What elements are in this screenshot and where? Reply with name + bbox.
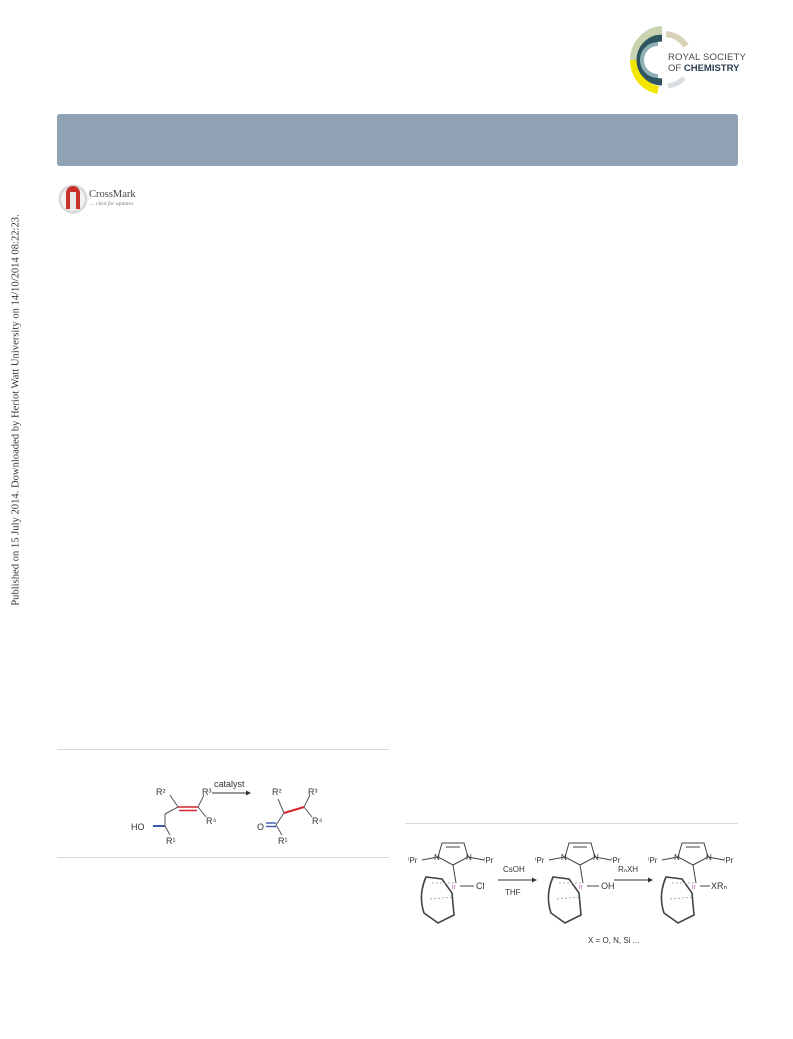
reactant-ho-label: HO bbox=[131, 822, 145, 832]
reactant-r3-label: R³ bbox=[202, 787, 212, 797]
reactant-r2-label: R² bbox=[156, 787, 166, 797]
arrow-1-bottom-label: THF bbox=[505, 888, 521, 897]
product-r1-bond bbox=[275, 824, 283, 836]
complex2-ipr-left: ⁱPr bbox=[535, 856, 545, 865]
product-r4-bond bbox=[303, 806, 313, 818]
scheme-right-top-rule bbox=[405, 823, 738, 824]
reactant-r1-bond bbox=[164, 825, 171, 836]
reactant-r4-label: R⁴ bbox=[206, 816, 216, 826]
download-notice: Published on 15 July 2014. Downloaded by… bbox=[4, 180, 28, 640]
complex2-ir: Ir bbox=[579, 885, 583, 891]
complex1-ipr-left: ⁱPr bbox=[408, 856, 418, 865]
crossmark-title: CrossMark bbox=[89, 189, 136, 200]
complex2-n-left: N bbox=[561, 853, 567, 862]
crossmark-badge[interactable]: CrossMark ← click for updates bbox=[58, 183, 150, 215]
rsc-logo[interactable]: ROYAL SOCIETY OF CHEMISTRY bbox=[628, 24, 746, 98]
arrow-2-top-label: RₙXH bbox=[618, 865, 638, 874]
rsc-logo-line1: ROYAL SOCIETY bbox=[668, 52, 747, 63]
product-r2-bond bbox=[277, 798, 285, 814]
reactant-r3-bond bbox=[197, 794, 205, 808]
reaction-arrowhead bbox=[246, 790, 251, 796]
complex2-n-right: N bbox=[593, 853, 599, 862]
rsc-logo-mark bbox=[629, 26, 689, 94]
header-banner bbox=[57, 114, 738, 166]
complex3-ipr-left: ⁱPr bbox=[648, 856, 658, 865]
arrow-1-head bbox=[532, 877, 537, 883]
crossmark-icon bbox=[58, 184, 88, 214]
complex3-ligand: XRₙ bbox=[711, 881, 728, 891]
complex3-n-right: N bbox=[706, 853, 712, 862]
isomerization-scheme-drawing: HO R¹ R² R³ R⁴ catalyst O R¹ R² R³ R⁴ bbox=[131, 779, 322, 846]
complex1-ligand: Cl bbox=[476, 881, 485, 891]
complex3-ir: Ir bbox=[692, 885, 696, 891]
rsc-logo-line2: OF CHEMISTRY bbox=[668, 63, 740, 74]
iridium-complex-scheme: ⁱPr N N ⁱPr Ir Cl CsOH THF ⁱPr N N ⁱPr I… bbox=[408, 833, 738, 948]
crossmark-subtitle: ← click for updates bbox=[89, 201, 134, 207]
complex3-ipr-right: ⁱPr bbox=[724, 856, 734, 865]
product-o-label: O bbox=[257, 822, 264, 832]
arrow-label: catalyst bbox=[214, 779, 245, 789]
complex1-n-left: N bbox=[434, 853, 440, 862]
complex-product: ⁱPr N N ⁱPr Ir XRₙ bbox=[648, 842, 734, 924]
reactant-r1-label: R¹ bbox=[166, 836, 176, 846]
complex1-ir: Ir bbox=[452, 885, 456, 891]
complex1-ipr-right: ⁱPr bbox=[484, 856, 494, 865]
reactant-r4-bond bbox=[197, 806, 207, 818]
complex-hydroxide: ⁱPr N N ⁱPr Ir OH bbox=[535, 842, 621, 924]
download-notice-text: Published on 15 July 2014. Downloaded by… bbox=[10, 214, 22, 606]
iridium-complex-scheme-drawing: ⁱPr N N ⁱPr Ir Cl CsOH THF ⁱPr N N ⁱPr I… bbox=[408, 842, 734, 945]
reactant-r2-bond bbox=[169, 794, 179, 808]
product-r3-label: R³ bbox=[308, 787, 318, 797]
complex2-ligand: OH bbox=[601, 881, 615, 891]
complex2-ipr-right: ⁱPr bbox=[611, 856, 621, 865]
product-single-bond bbox=[283, 806, 305, 814]
scheme-left-top-rule bbox=[57, 749, 389, 750]
arrow-1-top-label: CsOH bbox=[503, 865, 525, 874]
complex1-n-right: N bbox=[466, 853, 472, 862]
scheme-left-bottom-rule bbox=[57, 857, 389, 858]
product-r1-label: R¹ bbox=[278, 836, 288, 846]
complex3-n-left: N bbox=[674, 853, 680, 862]
reactant-c-bond bbox=[164, 806, 179, 815]
x-substituent-note: X = O, N, Si ... bbox=[588, 936, 639, 945]
product-c-bond bbox=[275, 812, 285, 826]
product-r2-label: R² bbox=[272, 787, 282, 797]
complex-chloride: ⁱPr N N ⁱPr Ir Cl bbox=[408, 842, 494, 924]
product-r4-label: R⁴ bbox=[312, 816, 322, 826]
product-r3-bond bbox=[303, 794, 311, 808]
arrow-2-head bbox=[648, 877, 653, 883]
isomerization-scheme: HO R¹ R² R³ R⁴ catalyst O R¹ R² R³ R⁴ bbox=[120, 755, 340, 850]
